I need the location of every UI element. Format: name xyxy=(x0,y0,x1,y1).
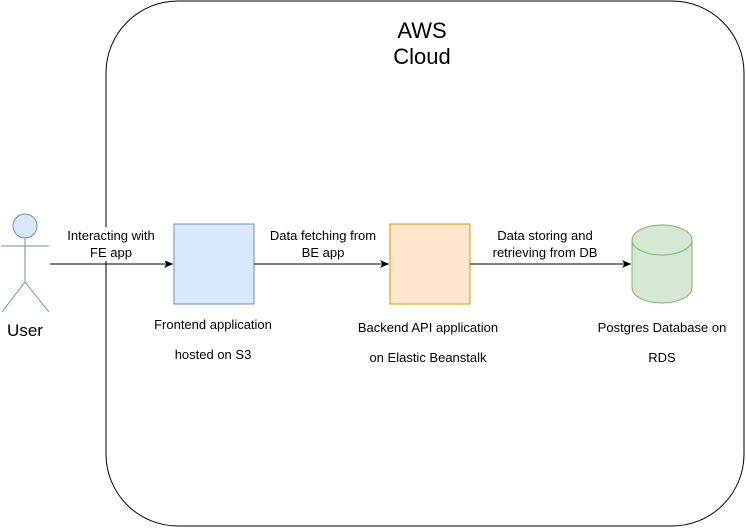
edge-label-user-frontend: Interacting with FE app xyxy=(56,227,166,261)
edge-label-backend-database: Data storing and retrieving from DB xyxy=(480,227,610,261)
user-label: User xyxy=(7,321,43,340)
actor-head xyxy=(12,213,38,239)
backend-node-label: Backend API application on Elastic Beans… xyxy=(343,313,513,373)
edge-label-frontend-backend-line2: BE app xyxy=(301,245,345,260)
backend-node-label-line2: on Elastic Beanstalk xyxy=(369,350,487,365)
database-cylinder-body xyxy=(631,240,693,304)
backend-node[interactable] xyxy=(389,223,471,305)
frontend-node-label-line2: hosted on S3 xyxy=(174,347,252,362)
database-node-label: Postgres Database on RDS xyxy=(582,313,742,373)
frontend-node-label-line1: Frontend application xyxy=(154,317,272,332)
cloud-title-line2: Cloud xyxy=(393,44,451,69)
database-node[interactable] xyxy=(631,224,693,304)
edge-label-user-frontend-line2: FE app xyxy=(90,245,132,260)
actor-leg-right xyxy=(24,281,50,313)
edge-label-backend-database-line2: retrieving from DB xyxy=(492,245,598,260)
edge-label-backend-database-line1: Data storing and xyxy=(497,228,593,243)
cloud-title-line1: AWS xyxy=(397,18,447,43)
cloud-title: AWS Cloud xyxy=(370,18,474,70)
backend-node-label-line1: Backend API application xyxy=(357,320,499,335)
frontend-node-label: Frontend application hosted on S3 xyxy=(134,310,292,370)
database-cylinder-top xyxy=(631,224,693,256)
database-node-label-line2: RDS xyxy=(648,350,676,365)
edge-label-frontend-backend: Data fetching from BE app xyxy=(258,227,388,261)
user-actor-icon[interactable] xyxy=(1,213,50,313)
edge-label-frontend-backend-line1: Data fetching from xyxy=(269,228,377,243)
edge-label-user-frontend-line1: Interacting with xyxy=(67,228,155,243)
database-node-label-line1: Postgres Database on xyxy=(597,320,727,335)
frontend-node[interactable] xyxy=(173,223,255,305)
actor-leg-left xyxy=(1,281,26,313)
